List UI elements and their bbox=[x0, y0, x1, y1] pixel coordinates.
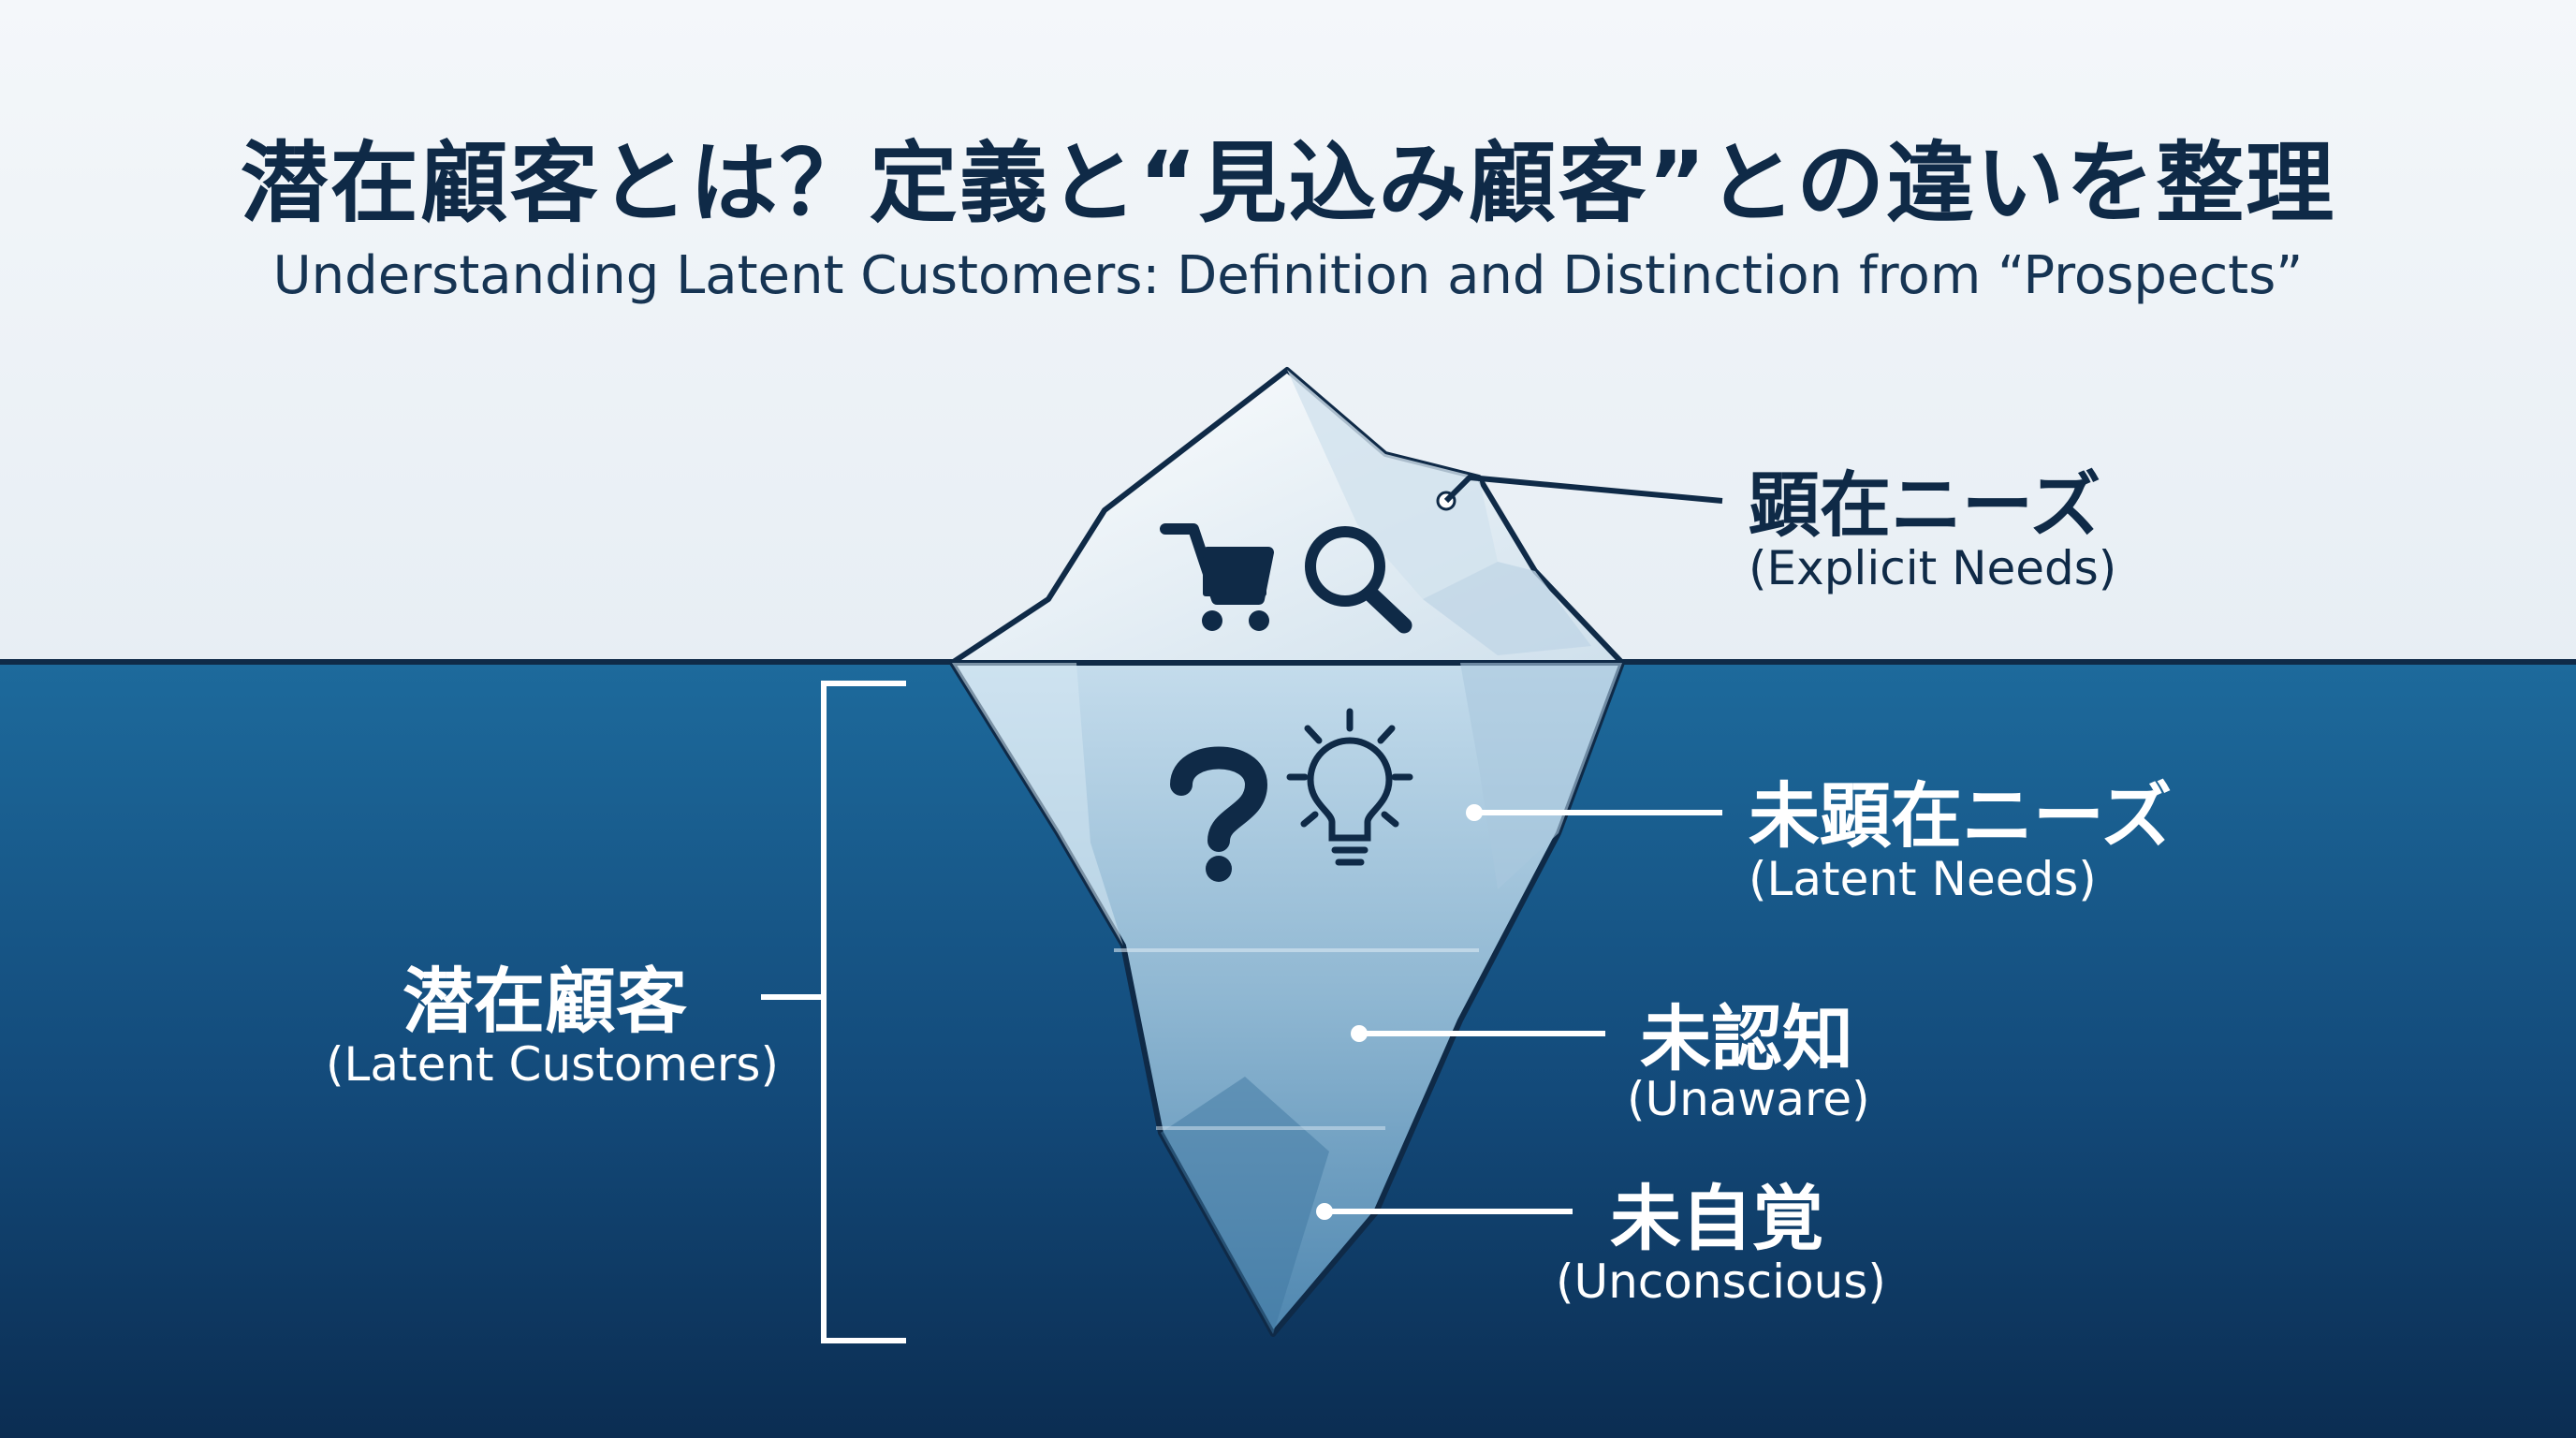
leader-latent-needs bbox=[1466, 804, 1722, 821]
unconscious-sublabel: (Unconscious) bbox=[1556, 1255, 1886, 1309]
iceberg-body-facet bbox=[952, 663, 1123, 946]
magnifier-icon bbox=[1305, 526, 1412, 634]
leader-unaware bbox=[1351, 1025, 1605, 1042]
explicit-needs-sublabel: (Explicit Needs) bbox=[1749, 541, 2117, 595]
latent-customers-label: 潜在顧客 bbox=[402, 960, 687, 1043]
latent-customers-bracket bbox=[761, 681, 906, 1343]
latent-needs-label: 未顕在ニーズ bbox=[1749, 774, 2173, 858]
leader-explicit-needs bbox=[1436, 474, 1723, 511]
lightbulb-icon bbox=[1286, 708, 1413, 866]
unaware-sublabel: (Unaware) bbox=[1627, 1072, 1870, 1126]
leader-unconscious bbox=[1316, 1203, 1573, 1220]
iceberg-body-facet bbox=[1161, 1077, 1329, 1334]
iceberg-tip-facet bbox=[1287, 370, 1498, 599]
iceberg-tip-facet bbox=[1423, 562, 1591, 655]
page-subtitle: Understanding Latent Customers: Definiti… bbox=[272, 245, 2304, 306]
page-title: 潜在顧客とは？定義と“見込み顧客”との違いを整理 bbox=[240, 133, 2336, 235]
iceberg-body-facet bbox=[1460, 663, 1622, 889]
question-mark-icon bbox=[1170, 746, 1268, 882]
explicit-needs-label: 顕在ニーズ bbox=[1749, 463, 2101, 547]
unaware-label: 未認知 bbox=[1640, 997, 1853, 1080]
shopping-cart-icon bbox=[1160, 523, 1274, 631]
latent-needs-sublabel: (Latent Needs) bbox=[1749, 852, 2097, 906]
latent-customers-sublabel: (Latent Customers) bbox=[326, 1037, 779, 1092]
unconscious-label: 未自覚 bbox=[1610, 1177, 1823, 1260]
